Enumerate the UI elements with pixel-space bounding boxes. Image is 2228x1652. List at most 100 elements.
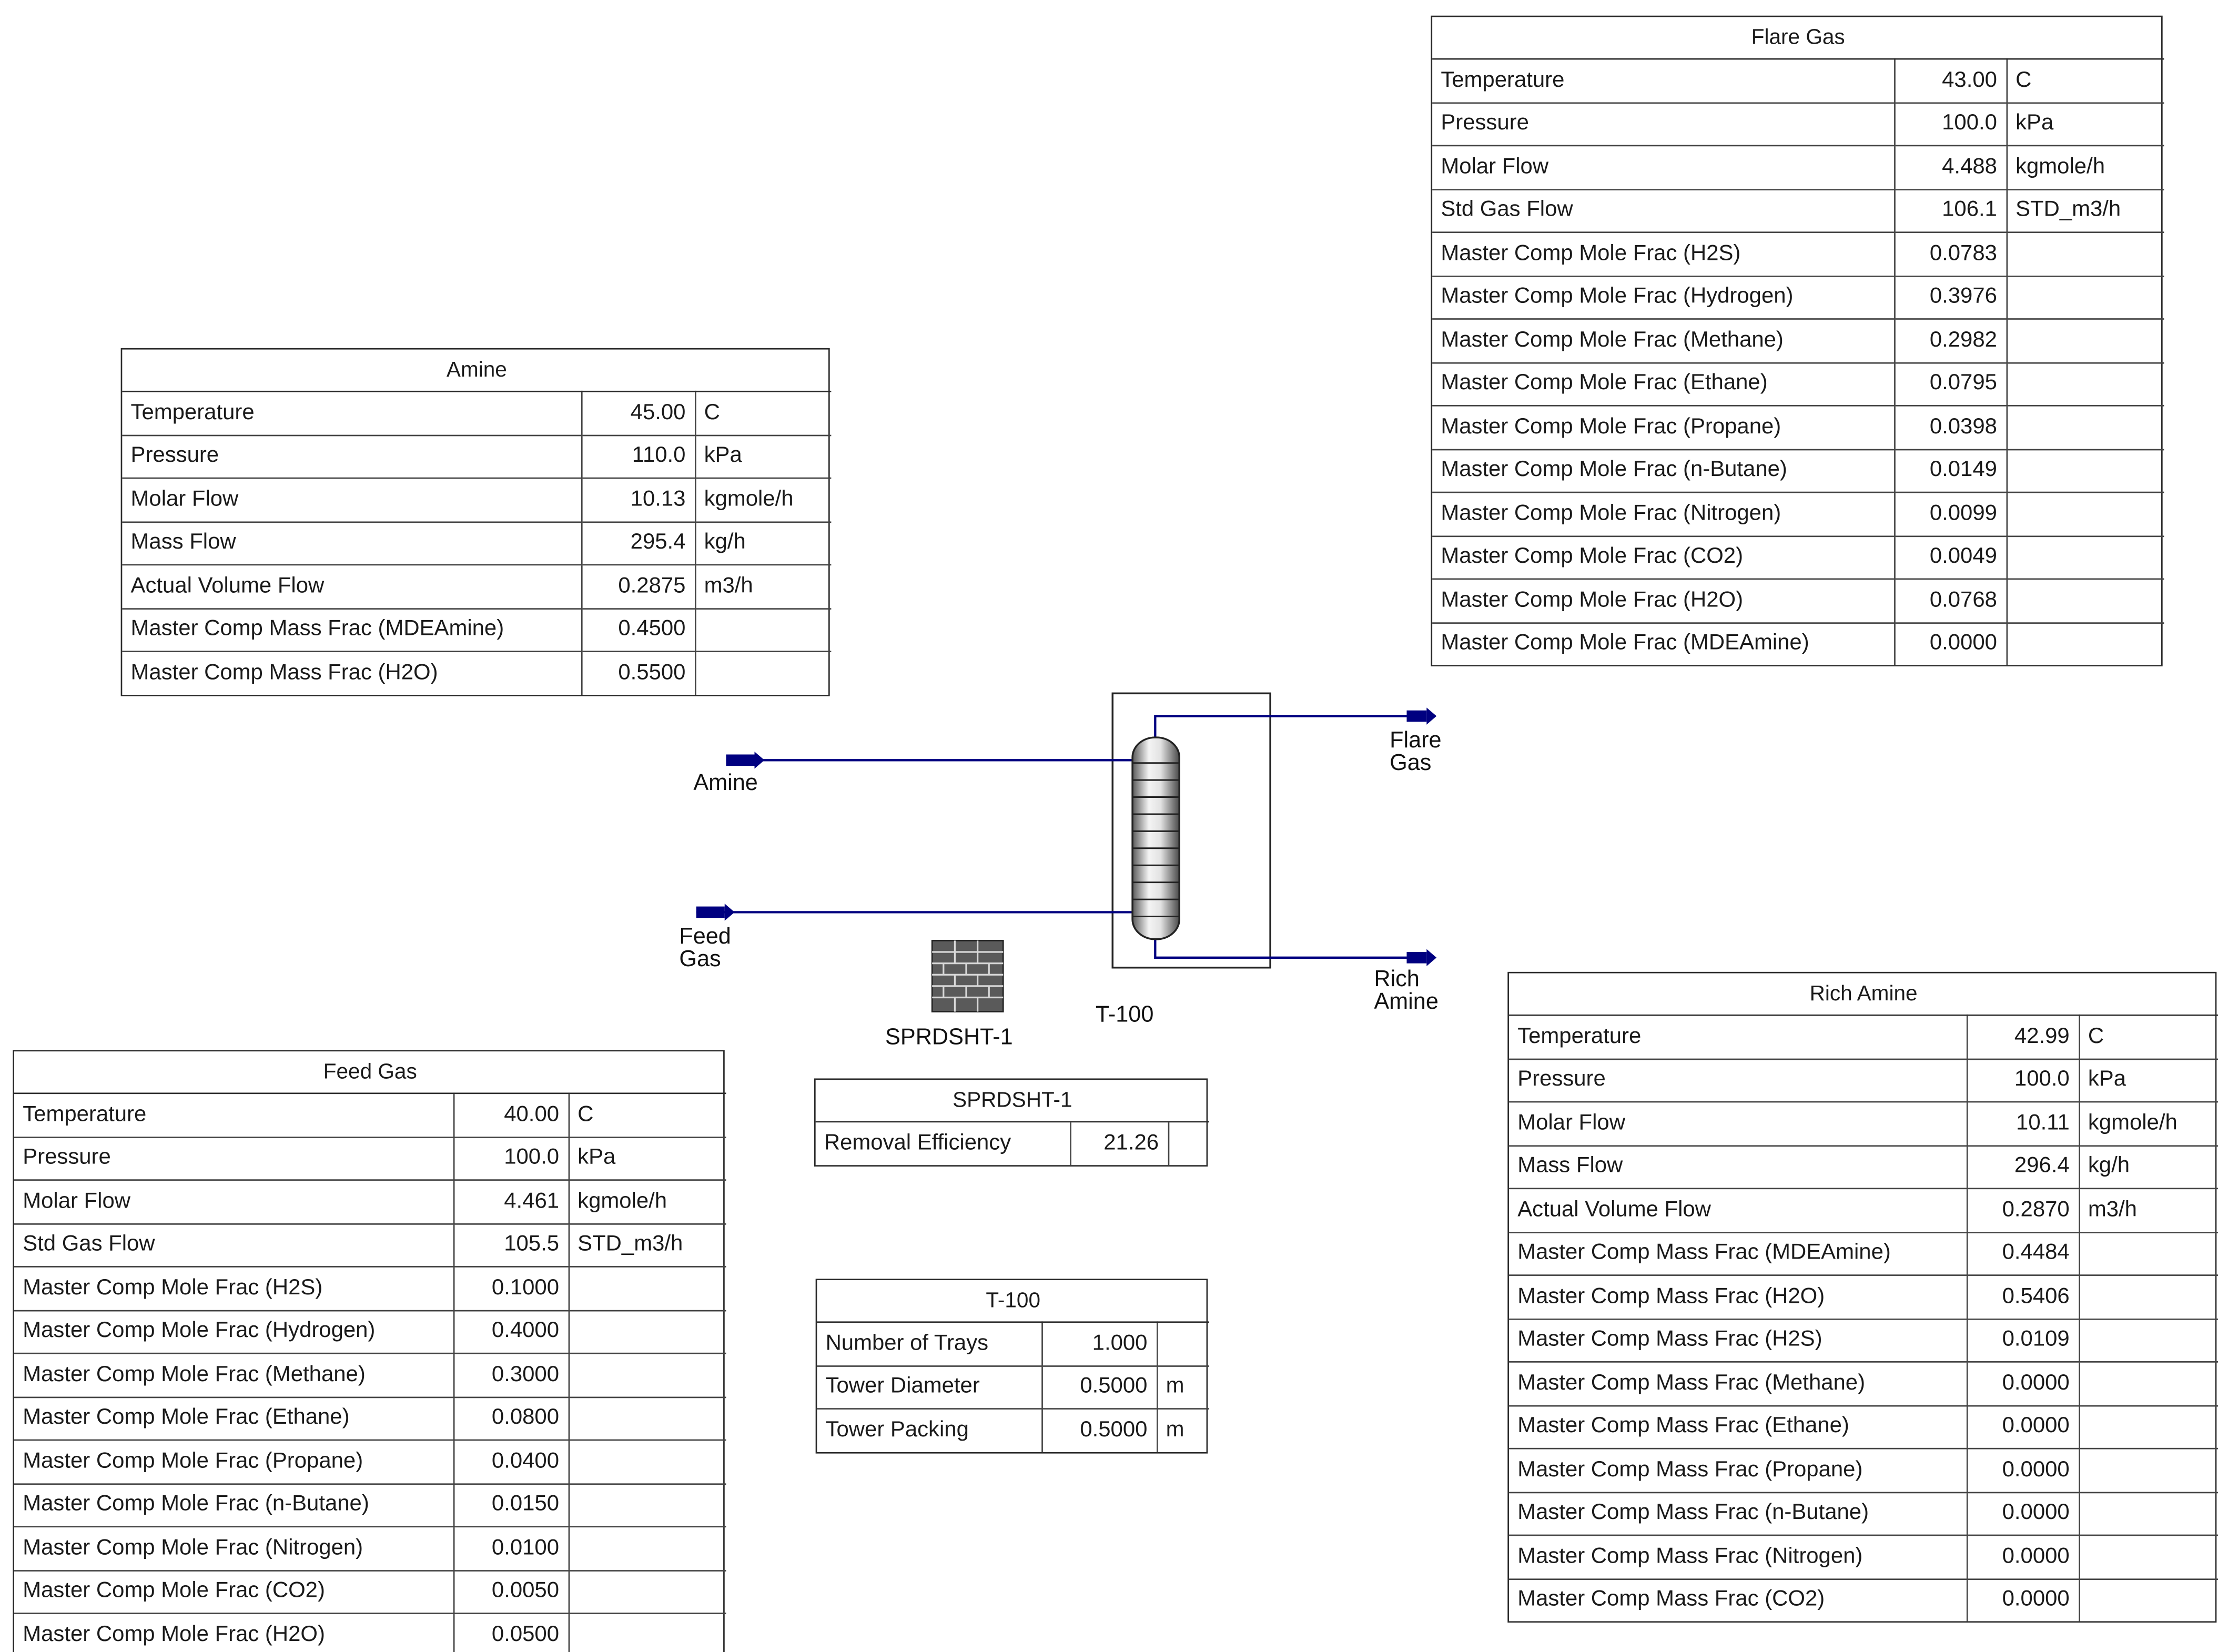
row-unit — [2006, 361, 2164, 407]
row-value[interactable]: 0.0500 — [452, 1613, 569, 1652]
stream-amine[interactable] — [726, 752, 1143, 769]
row-value[interactable]: 0.0149 — [1893, 448, 2007, 493]
table-row: Master Comp Mole Frac (Nitrogen)0.0099 — [1432, 491, 2164, 536]
row-value[interactable]: 0.4500 — [580, 607, 696, 652]
row-value[interactable]: 0.0000 — [1966, 1361, 2080, 1406]
row-value[interactable]: 0.0795 — [1893, 361, 2007, 407]
row-value[interactable]: 105.5 — [452, 1222, 569, 1268]
row-value[interactable]: 42.99 — [1966, 1014, 2080, 1059]
table-row: Master Comp Mole Frac (H2S)0.1000 — [14, 1266, 726, 1311]
table-row: Master Comp Mole Frac (MDEAmine)0.0000 — [1432, 621, 2164, 665]
row-value[interactable]: 43.00 — [1893, 58, 2007, 103]
row-value[interactable]: 0.5000 — [1040, 1408, 1158, 1452]
row-value[interactable]: 0.1000 — [452, 1266, 569, 1311]
row-value[interactable]: 0.0109 — [1966, 1317, 2080, 1363]
row-unit: kg/h — [2078, 1144, 2219, 1190]
row-value[interactable]: 0.0000 — [1966, 1404, 2080, 1450]
row-value[interactable]: 296.4 — [1966, 1144, 2080, 1190]
row-value[interactable]: 0.0049 — [1893, 535, 2007, 580]
row-value[interactable]: 0.0100 — [452, 1526, 569, 1571]
row-label: Master Comp Mole Frac (Propane) — [1432, 404, 1895, 450]
row-value[interactable]: 40.00 — [452, 1092, 569, 1138]
label-amine: Amine — [693, 771, 758, 796]
row-value[interactable]: 0.0099 — [1893, 491, 2007, 536]
row-value[interactable]: 45.00 — [580, 390, 696, 435]
row-value[interactable]: 0.3000 — [452, 1352, 569, 1397]
row-value[interactable]: 100.0 — [1893, 102, 2007, 147]
row-unit: kPa — [2006, 102, 2164, 147]
row-value[interactable]: 0.0000 — [1966, 1447, 2080, 1493]
row-value[interactable]: 100.0 — [1966, 1058, 2080, 1103]
row-value[interactable]: 0.5500 — [580, 651, 696, 694]
row-label: Master Comp Mole Frac (Ethane) — [14, 1396, 454, 1441]
row-value[interactable]: 21.26 — [1069, 1121, 1169, 1164]
row-value[interactable]: 106.1 — [1893, 188, 2007, 234]
row-value[interactable]: 4.488 — [1893, 145, 2007, 190]
row-value[interactable]: 0.2870 — [1966, 1188, 2080, 1233]
row-value[interactable]: 1.000 — [1040, 1321, 1158, 1366]
row-unit: m — [1156, 1364, 1210, 1410]
row-value[interactable]: 0.0400 — [452, 1439, 569, 1484]
table-row: Master Comp Mass Frac (H2O)0.5406 — [1508, 1274, 2219, 1320]
row-value[interactable]: 0.0800 — [452, 1396, 569, 1441]
row-value[interactable]: 10.11 — [1966, 1101, 2080, 1146]
stream-flare-gas[interactable] — [1154, 707, 1437, 738]
row-value[interactable]: 0.3976 — [1893, 275, 2007, 320]
row-value[interactable]: 0.0768 — [1893, 578, 2007, 623]
table-title: Flare Gas — [1432, 17, 2164, 60]
row-unit — [694, 651, 832, 694]
spreadsheet-icon[interactable] — [931, 940, 1004, 1012]
row-value[interactable]: 10.13 — [580, 477, 696, 522]
table-row: Master Comp Mass Frac (H2O)0.5500 — [122, 651, 832, 694]
row-value[interactable]: 295.4 — [580, 521, 696, 566]
row-value[interactable]: 0.0000 — [1966, 1491, 2080, 1536]
row-value[interactable]: 0.0398 — [1893, 404, 2007, 450]
row-value[interactable]: 0.2875 — [580, 564, 696, 609]
row-value[interactable]: 0.0783 — [1893, 231, 2007, 277]
table-row: Master Comp Mole Frac (Ethane)0.0800 — [14, 1396, 726, 1441]
row-value[interactable]: 0.2982 — [1893, 318, 2007, 363]
row-unit: C — [2006, 58, 2164, 103]
row-value[interactable]: 0.4000 — [452, 1309, 569, 1354]
row-label: Actual Volume Flow — [1508, 1188, 1968, 1233]
table-row: Master Comp Mass Frac (Propane)0.0000 — [1508, 1447, 2219, 1493]
row-label: Std Gas Flow — [1432, 188, 1895, 234]
row-value[interactable]: 0.0000 — [1966, 1578, 2080, 1621]
row-unit — [568, 1396, 726, 1441]
distillation-column-icon[interactable] — [1131, 736, 1181, 940]
row-label: Master Comp Mole Frac (Hydrogen) — [1432, 275, 1895, 320]
row-value[interactable]: 0.5406 — [1966, 1274, 2080, 1320]
row-value[interactable]: 4.461 — [452, 1179, 569, 1224]
table-row: Master Comp Mass Frac (CO2)0.0000 — [1508, 1578, 2219, 1621]
row-label: Pressure — [1508, 1058, 1968, 1103]
stream-feed-gas[interactable] — [696, 904, 1143, 921]
row-value[interactable]: 0.4484 — [1966, 1231, 2080, 1276]
table-title: Rich Amine — [1508, 973, 2219, 1016]
row-value[interactable]: 100.0 — [452, 1136, 569, 1181]
row-unit: m3/h — [694, 564, 832, 609]
table-row: Master Comp Mole Frac (H2O)0.0500 — [14, 1613, 726, 1652]
row-value[interactable]: 0.0000 — [1966, 1534, 2080, 1579]
row-value[interactable]: 0.0000 — [1893, 621, 2007, 665]
row-value[interactable]: 0.0050 — [452, 1569, 569, 1614]
row-unit — [2078, 1578, 2219, 1621]
row-unit — [2006, 318, 2164, 363]
table-row: Master Comp Mole Frac (n-Butane)0.0149 — [1432, 448, 2164, 493]
row-unit — [568, 1266, 726, 1311]
stream-rich-amine[interactable] — [1154, 937, 1437, 967]
row-label: Tower Packing — [817, 1408, 1042, 1452]
row-value[interactable]: 0.0150 — [452, 1483, 569, 1528]
row-label: Actual Volume Flow — [122, 564, 582, 609]
row-value[interactable]: 110.0 — [580, 434, 696, 479]
row-value[interactable]: 0.5000 — [1040, 1364, 1158, 1410]
column-frame[interactable] — [1111, 692, 1271, 969]
